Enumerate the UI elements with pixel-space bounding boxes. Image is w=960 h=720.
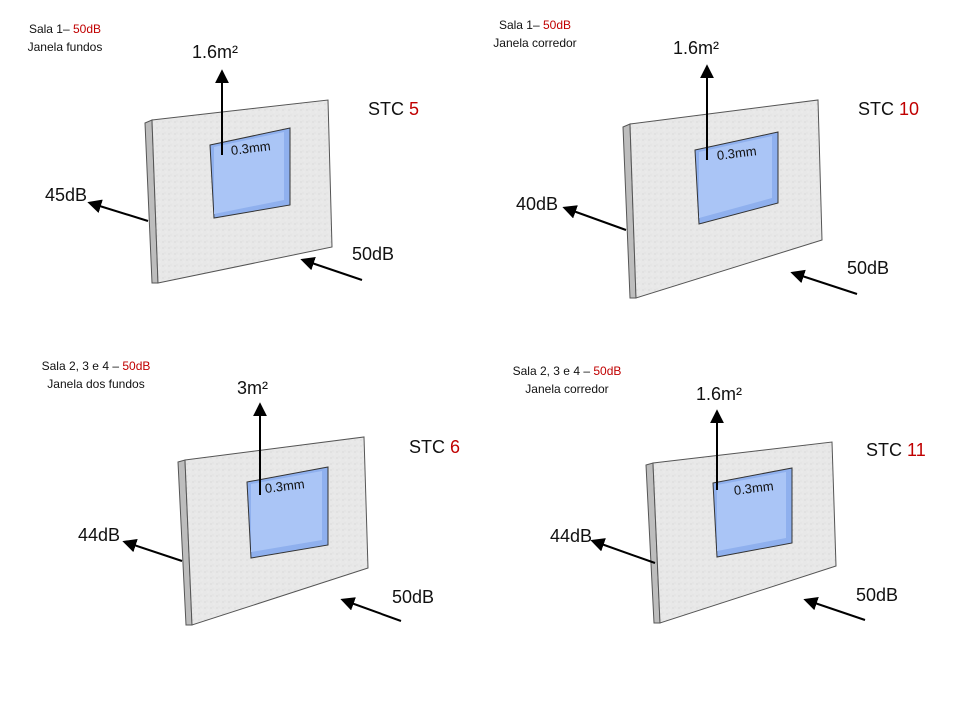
input-db-label: 50dB (847, 258, 890, 278)
window-glass (214, 132, 284, 214)
window-glass (699, 136, 772, 218)
input-db-label: 50dB (392, 587, 435, 607)
window-glass (251, 471, 322, 552)
out-arrow (122, 538, 183, 562)
output-db-label: 45dB (45, 185, 88, 205)
stc-label: STC 11 (866, 440, 926, 460)
caption-db: 50dB (122, 359, 151, 373)
diagram-panel-2: Sala 1– 50dB Janela corredor 1.6m² STC 1… (480, 0, 960, 360)
in-arrow (803, 596, 866, 621)
caption-window: Janela fundos (27, 40, 103, 54)
in-arrow (790, 269, 858, 295)
stc-value: 6 (450, 437, 461, 457)
diagram-panel-3: Sala 2, 3 e 4 – 50dB Janela dos fundos 3… (0, 357, 480, 720)
output-db-label: 40dB (516, 194, 559, 214)
wall-diagram (562, 64, 858, 299)
input-db-label: 50dB (856, 585, 899, 605)
out-arrow (87, 199, 149, 222)
area-label: 3m² (237, 378, 268, 398)
stc-label: STC 5 (368, 99, 420, 119)
caption-window: Janela dos fundos (47, 377, 145, 391)
diagram-panel-4: Sala 2, 3 e 4 – 50dB Janela corredor 1.6… (480, 360, 960, 720)
caption-window: Janela corredor (525, 382, 609, 396)
area-label: 1.6m² (696, 384, 743, 404)
wall-diagram (590, 409, 866, 624)
stc-value: 11 (907, 440, 926, 460)
caption-db: 50dB (73, 22, 102, 36)
stc-value: 5 (409, 99, 420, 119)
caption-db: 50dB (593, 364, 622, 378)
wall-diagram (87, 69, 363, 284)
panel-caption: Sala 1– 50dB Janela corredor (435, 16, 635, 52)
output-db-label: 44dB (550, 526, 593, 546)
wall-diagram (122, 402, 402, 626)
window-glass (717, 472, 786, 551)
area-label: 1.6m² (192, 42, 239, 62)
stc-label: STC 10 (858, 99, 920, 119)
area-label: 1.6m² (673, 38, 720, 58)
caption-db: 50dB (543, 18, 572, 32)
panel-caption: Sala 2, 3 e 4 – 50dB Janela dos fundos (0, 357, 196, 393)
out-arrow (590, 538, 656, 564)
panel-caption: Sala 1– 50dB Janela fundos (0, 20, 165, 56)
diagram-panel-1: Sala 1– 50dB Janela fundos 1.6m² STC 5 0… (0, 0, 480, 360)
input-db-label: 50dB (352, 244, 395, 264)
in-arrow (340, 597, 402, 622)
stc-value: 10 (899, 99, 920, 119)
caption-window: Janela corredor (493, 36, 577, 50)
in-arrow (300, 256, 363, 281)
stc-label: STC 6 (409, 437, 461, 457)
out-arrow (562, 205, 627, 231)
panel-caption: Sala 2, 3 e 4 – 50dB Janela corredor (467, 362, 667, 398)
output-db-label: 44dB (78, 525, 121, 545)
